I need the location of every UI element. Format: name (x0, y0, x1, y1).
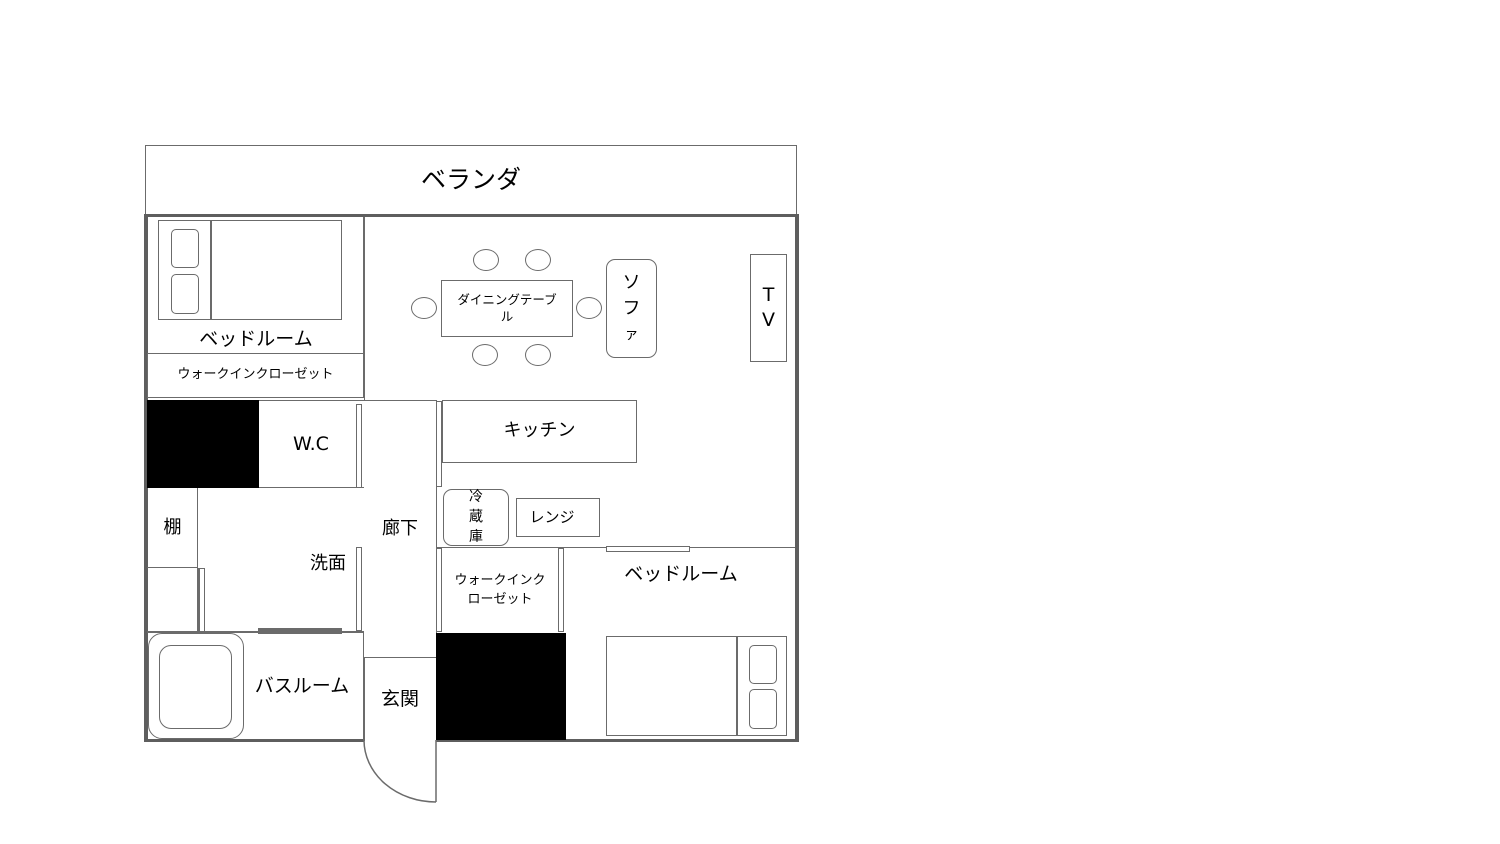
washroom-label: 洗面 (310, 553, 346, 575)
walkin-closet-south-label-line1: ウォークインク (454, 573, 546, 588)
fridge-char: 冷 (469, 489, 483, 505)
bedroom-north (148, 217, 364, 354)
outer-wall-right (795, 214, 799, 742)
chair-icon (411, 297, 437, 319)
chair-icon (576, 297, 602, 319)
entrance-label: 玄関 (380, 687, 419, 710)
hallway-label: 廊下 (382, 518, 418, 540)
wc-sliding-door (356, 404, 362, 488)
dining-table-label-line2: ル (500, 309, 514, 324)
dining-table-label-line1: ダイニングテーブ (457, 292, 557, 307)
living-room (364, 217, 795, 400)
storage-solid-south (436, 633, 566, 740)
fridge-char: 庫 (469, 529, 483, 545)
range (516, 498, 600, 537)
chair-icon (525, 344, 551, 366)
kitchen-sliding-door (436, 401, 442, 487)
dining-table-label: ダイニングテーブ ル (441, 288, 573, 328)
closet-sliding-door-left (436, 548, 442, 632)
shelf-divider (197, 568, 199, 632)
tv-label: T V (750, 283, 787, 333)
outer-wall-bottom-left (144, 739, 364, 742)
walkin-closet-north (147, 353, 364, 398)
entrance-door-swing-icon[interactable] (360, 738, 442, 806)
range-label: レンジ (529, 508, 575, 526)
sofa-char: ソ (622, 272, 641, 293)
bathroom (147, 633, 364, 740)
walkin-closet-south-label: ウォークインク ローゼット (442, 571, 558, 609)
bathroom-label: バスルーム (254, 674, 350, 697)
chair-icon (472, 344, 498, 366)
pillow-icon (749, 645, 777, 684)
dining-table (441, 280, 573, 337)
pillow-icon (171, 229, 199, 268)
washroom (147, 488, 364, 633)
tv-char: V (762, 309, 775, 331)
tv-char: T (762, 284, 775, 306)
bed-south-headboard-divider (736, 636, 738, 736)
shelf (147, 488, 198, 568)
shelf-sliding-door (199, 568, 205, 632)
washroom-sliding-door (356, 547, 362, 631)
outer-wall-bottom-right (436, 739, 799, 742)
chair-icon (525, 249, 551, 271)
walkin-closet-north-label: ウォークインクローゼット (177, 367, 334, 383)
sofa-char: フ (622, 298, 641, 319)
shelf-label: 棚 (163, 517, 182, 539)
bedroom-south-sliding-door (606, 546, 690, 552)
tv (750, 254, 787, 362)
fridge-char: 蔵 (469, 509, 483, 525)
kitchen-counter (442, 400, 637, 463)
bed-north-headboard-divider (210, 220, 212, 320)
pillow-icon (171, 274, 199, 314)
fridge-label: 冷 蔵 庫 (443, 487, 509, 547)
storage-solid-north (147, 400, 259, 488)
bedroom-south-label: ベッドルーム (624, 562, 738, 585)
hallway (364, 400, 437, 658)
walkin-closet-south-label-line2: ローゼット (467, 592, 533, 607)
chair-icon (473, 249, 499, 271)
bathroom-sliding-door (258, 628, 342, 634)
bathtub-basin (159, 645, 232, 729)
kitchen-label: キッチン (503, 420, 576, 442)
sofa (606, 259, 657, 358)
bedroom-north-label: ベッドルーム (199, 327, 313, 350)
sofa-char: ァ (624, 327, 639, 343)
outer-wall-top (145, 214, 798, 217)
wc-label: W.C (293, 432, 329, 455)
fridge (443, 489, 509, 546)
sofa-label: ソ フ ァ (606, 270, 657, 348)
closet-sliding-door-right (558, 548, 564, 632)
veranda (145, 145, 797, 217)
pillow-icon (749, 689, 777, 729)
wc-room (259, 400, 364, 488)
outer-wall-left (144, 214, 148, 742)
veranda-label: ベランダ (420, 165, 521, 194)
